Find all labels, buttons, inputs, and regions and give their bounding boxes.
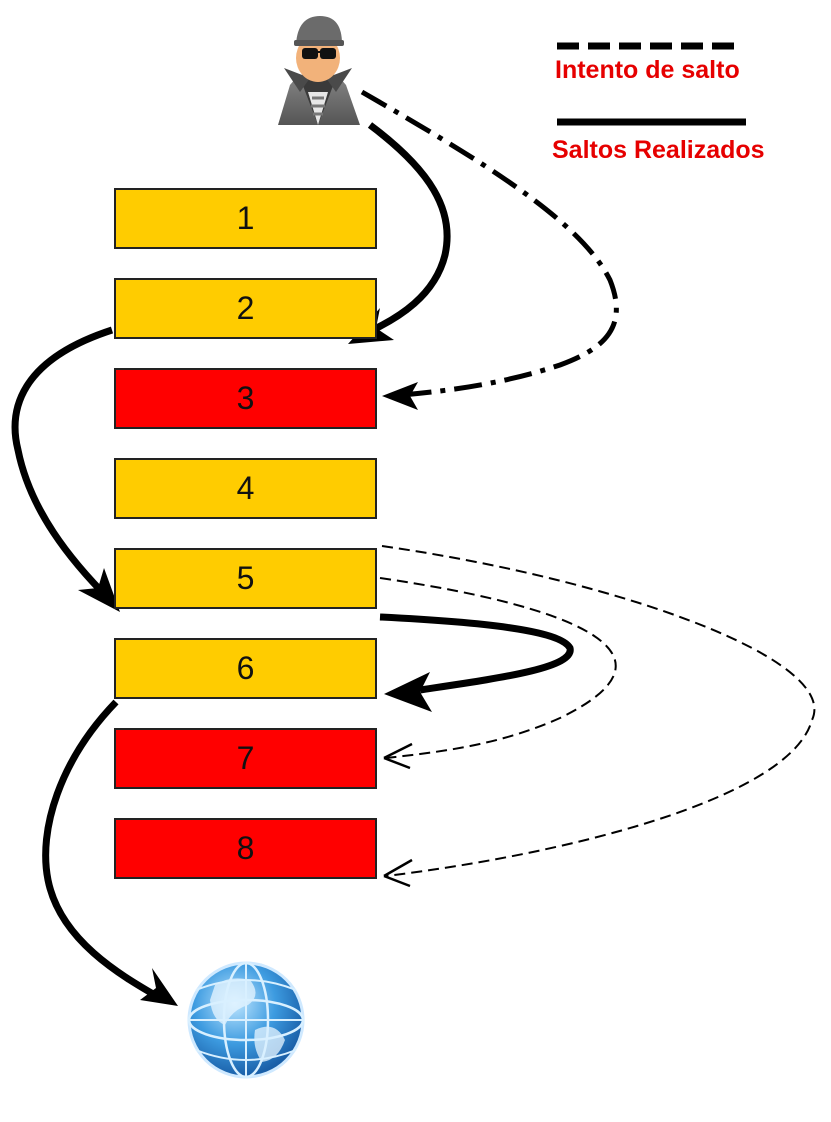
attempt-attacker-to-3 [360, 89, 619, 410]
hop-box-6: 6 [114, 638, 377, 699]
legend-attempt-label: Intento de salto [555, 56, 740, 84]
legend-done-label: Saltos Realizados [552, 136, 765, 164]
hop-box-1: 1 [114, 188, 377, 249]
hop-box-8: 8 [114, 818, 377, 879]
hacker-icon [278, 16, 360, 125]
attempt-5-to-7 [379, 577, 617, 770]
attempt-5-to-8 [381, 545, 816, 888]
hop-6-to-internet [42, 699, 178, 1006]
hop-box-4: 4 [114, 458, 377, 519]
hop-5-to-6 [379, 613, 574, 712]
hop-box-7: 7 [114, 728, 377, 789]
hop-box-2: 2 [114, 278, 377, 339]
hop-box-5: 5 [114, 548, 377, 609]
globe-icon [187, 961, 305, 1079]
hop-2-to-5 [11, 326, 120, 612]
hop-box-3: 3 [114, 368, 377, 429]
